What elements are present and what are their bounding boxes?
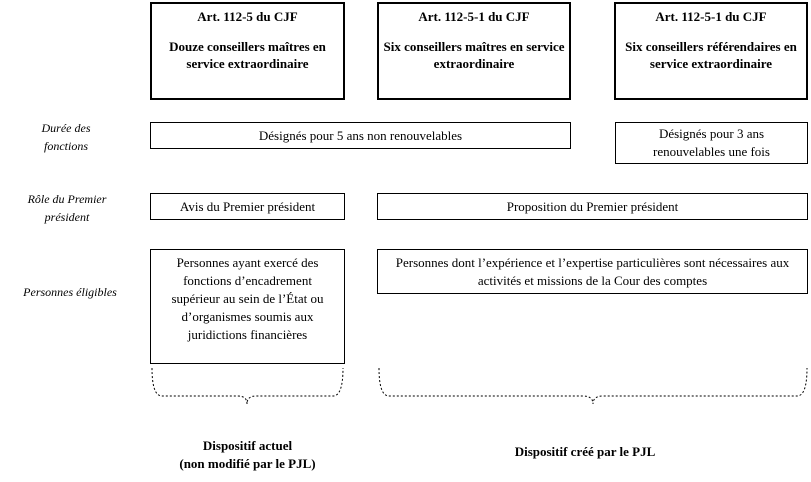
header-col-3-article: Art. 112-5-1 du CJF [655,9,767,24]
row-label-eligibles: Personnes éligibles [23,285,117,299]
footer-current: Dispositif actuel (non modifié par le PJ… [140,437,355,473]
brace-created [378,367,808,405]
duree-right-box: Désignés pour 3 ans renouvelables une fo… [615,122,808,164]
duree-left-box: Désignés pour 5 ans non renouvelables [150,122,571,149]
footer-current-line1: Dispositif actuel [202,438,293,453]
header-col-1-members: Douze conseillers maîtres en service ext… [169,39,326,71]
header-col-3-members: Six conseillers référendaires en service… [625,39,797,71]
row-label-duree: Durée des fonctions [41,121,91,153]
footer-current-line2: (non modifié par le PJL) [179,456,316,471]
role-right-box: Proposition du Premier président [377,193,808,220]
header-col-1: Art. 112-5 du CJF Douze conseillers maît… [150,2,345,100]
footer-created: Dispositif créé par le PJL [514,444,656,459]
row-label-role: Rôle du Premier président [27,192,107,224]
brace-current [151,367,344,405]
eligibles-left-box: Personnes ayant exercé des fonctions d’e… [150,249,345,364]
eligibles-right-box: Personnes dont l’expérience et l’experti… [377,249,808,294]
header-col-3: Art. 112-5-1 du CJF Six conseillers réfé… [614,2,808,100]
role-left-box: Avis du Premier président [150,193,345,220]
header-col-2-members: Six conseillers maîtres en service extra… [383,39,565,71]
header-col-1-article: Art. 112-5 du CJF [197,9,298,24]
header-col-2-article: Art. 112-5-1 du CJF [418,9,530,24]
header-col-2: Art. 112-5-1 du CJF Six conseillers maît… [377,2,571,100]
